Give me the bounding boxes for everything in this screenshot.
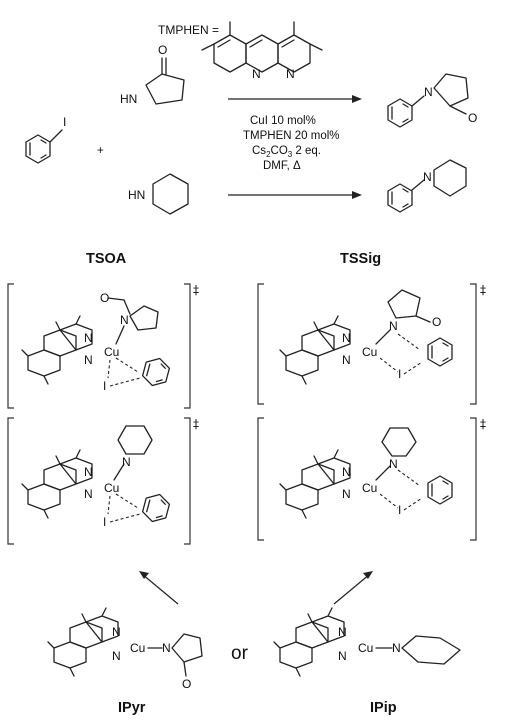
ipip-n-bottom: N	[338, 649, 347, 663]
ts1-n-bottom: N	[84, 353, 93, 367]
ts-oa-pyrrolidinone: ‡ N N Cu N O I	[7, 283, 199, 409]
ts1-copper: Cu	[104, 345, 119, 359]
product1-nitrogen: N	[424, 85, 433, 99]
product-phenylpiperidine: N	[387, 159, 467, 213]
pyrrolidinone-nh: HN	[120, 92, 137, 106]
label-ipyr: IPyr	[118, 700, 146, 716]
pyrrolidinone-oxygen: O	[158, 43, 167, 57]
tmphen-structure	[201, 21, 323, 73]
ipyr-copper: Cu	[130, 641, 145, 655]
ts1-oxygen: O	[100, 291, 109, 305]
product1-oxygen: O	[468, 111, 477, 125]
dagger-ts1: ‡	[193, 283, 199, 297]
ipyr-n-top: N	[112, 625, 121, 639]
ts3-copper: Cu	[104, 481, 119, 495]
piperidine-nh: HN	[128, 188, 145, 202]
product-phenylpyrrolidinone: N O	[387, 73, 477, 128]
ts2-copper: Cu	[362, 345, 377, 359]
condition-tmphen: TMPHEN 20 mol%	[243, 130, 340, 142]
intermediate-ipyr: N N Cu N O	[47, 607, 203, 691]
label-ipip: IPip	[370, 700, 397, 716]
condition-solvent: DMF, Δ	[263, 160, 301, 172]
ts2-amide-n: N	[389, 319, 398, 333]
tmphen-label: TMPHEN =	[158, 23, 219, 37]
ts-oa-piperidine: ‡ N N Cu N I	[7, 417, 199, 545]
ts3-iodine: I	[103, 515, 106, 529]
ts3-n-bottom: N	[84, 487, 93, 501]
ts2-n-top: N	[342, 331, 351, 345]
ts2-oxygen: O	[432, 315, 441, 329]
tmphen-n-left: N	[252, 67, 261, 81]
ts4-iodine: I	[398, 503, 401, 517]
dagger-ts4: ‡	[480, 417, 486, 431]
dagger-ts3: ‡	[193, 417, 199, 431]
pyrrolidinone-reactant: O HN	[120, 43, 185, 106]
iodobenzene-reactant: I	[25, 115, 66, 164]
ipip-n-top: N	[338, 625, 347, 639]
condition-base: Cs2CO3 2 eq.	[252, 145, 321, 159]
ts1-iodine: I	[103, 379, 106, 393]
reaction-arrows	[228, 95, 362, 199]
iodine-atom: I	[63, 115, 66, 129]
ts2-iodine: I	[398, 367, 401, 381]
label-tsoa: TSOA	[86, 251, 127, 267]
reaction-conditions: CuI 10 mol% TMPHEN 20 mol% Cs2CO3 2 eq. …	[243, 115, 340, 172]
or-word: or	[231, 643, 249, 664]
dagger-ts2: ‡	[480, 283, 486, 297]
ts-sig-pyrrolidinone: ‡ N N Cu N O I	[257, 283, 486, 405]
ts2-n-bottom: N	[342, 353, 351, 367]
tmphen-definition: TMPHEN = N N	[158, 21, 323, 81]
plus-sign: +	[97, 145, 104, 157]
ipyr-amide-n: N	[162, 641, 171, 655]
ts1-amide-n: N	[120, 313, 129, 327]
piperidine-reactant: HN	[128, 173, 189, 215]
intermediate-ipip: N N Cu N	[273, 607, 461, 677]
ipyr-n-bottom: N	[112, 649, 121, 663]
condition-cui: CuI 10 mol%	[250, 115, 316, 127]
tmphen-n-right: N	[286, 67, 295, 81]
label-tssig: TSSig	[340, 251, 381, 267]
ts3-amine-n: N	[122, 455, 131, 469]
ts4-n-top: N	[342, 465, 351, 479]
product2-nitrogen: N	[423, 170, 432, 184]
ts-sig-piperidine: ‡ N N Cu N I	[257, 417, 486, 541]
ts4-copper: Cu	[362, 481, 377, 495]
ts4-n-bottom: N	[342, 487, 351, 501]
ipip-copper: Cu	[358, 641, 373, 655]
intermediate-arrows	[139, 571, 373, 605]
ts3-n-top: N	[84, 465, 93, 479]
ipip-amine-n: N	[392, 641, 401, 655]
ts4-amine-n: N	[389, 457, 398, 471]
ts1-n-top: N	[84, 331, 93, 345]
ipyr-oxygen: O	[182, 677, 191, 691]
